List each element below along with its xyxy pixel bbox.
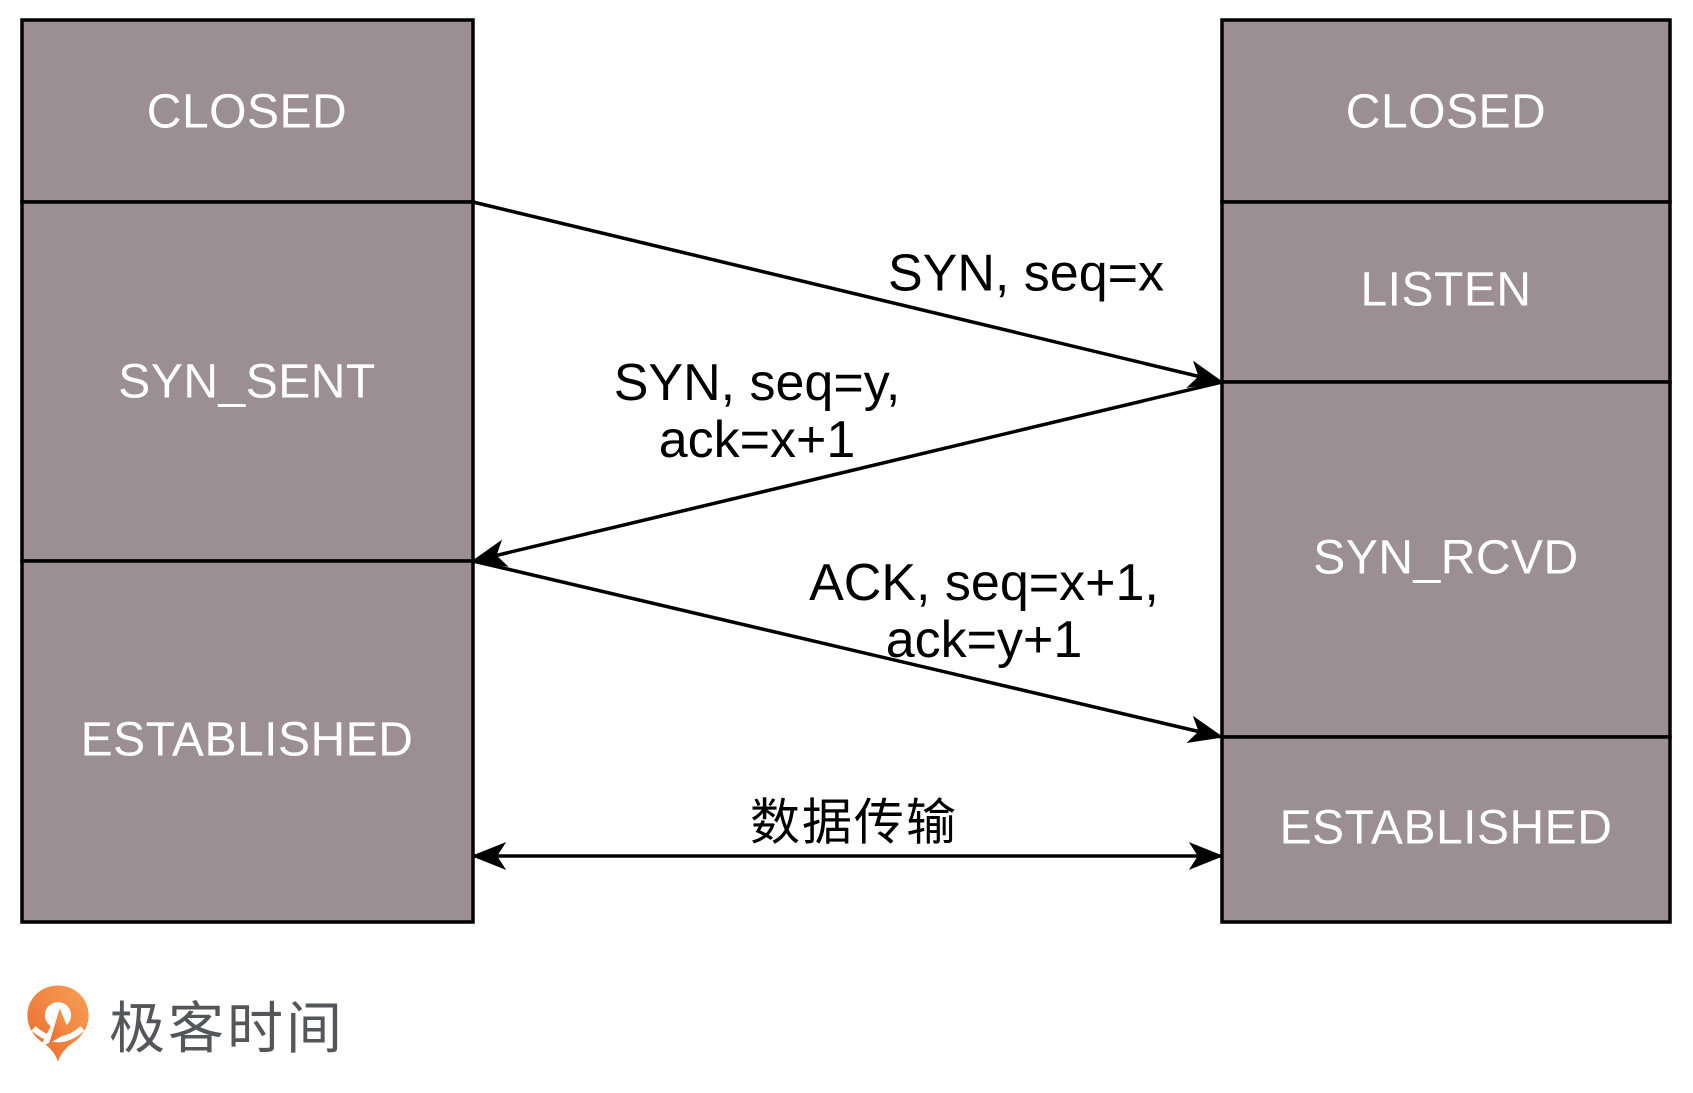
message-label-ack: ACK, seq=x+1, ack=y+1 [809,553,1159,669]
state-label-client-closed: CLOSED [146,85,348,139]
message-label-syn-ack: SYN, seq=y, ack=x+1 [613,353,901,469]
state-box-client-closed [20,18,475,204]
geektime-logo-icon [27,985,89,1062]
state-label-server-closed: CLOSED [1345,85,1547,139]
state-box-client-established [20,559,475,924]
state-label-client-established: ESTABLISHED [80,713,414,767]
state-box-client-syn-sent [20,200,475,563]
arrow-syn-ack [471,380,1223,567]
state-box-server-closed [1220,18,1672,204]
state-label-server-syn-rcvd: SYN_RCVD [1313,531,1579,585]
message-label-data-transfer: 数据传输 [750,794,958,851]
state-box-server-listen [1220,200,1672,384]
geektime-logo: 极客时间 [23,982,345,1066]
state-box-server-syn-rcvd [1220,380,1672,739]
state-label-server-established: ESTABLISHED [1279,801,1613,855]
arrow-syn [472,200,1224,388]
state-label-client-syn-sent: SYN_SENT [118,355,376,409]
arrow-ack [472,559,1224,744]
state-box-server-established [1220,735,1672,924]
message-label-syn: SYN, seq=x [887,244,1165,303]
state-label-server-listen: LISTEN [1360,263,1532,317]
geektime-logo-text: 极客时间 [109,996,345,1060]
